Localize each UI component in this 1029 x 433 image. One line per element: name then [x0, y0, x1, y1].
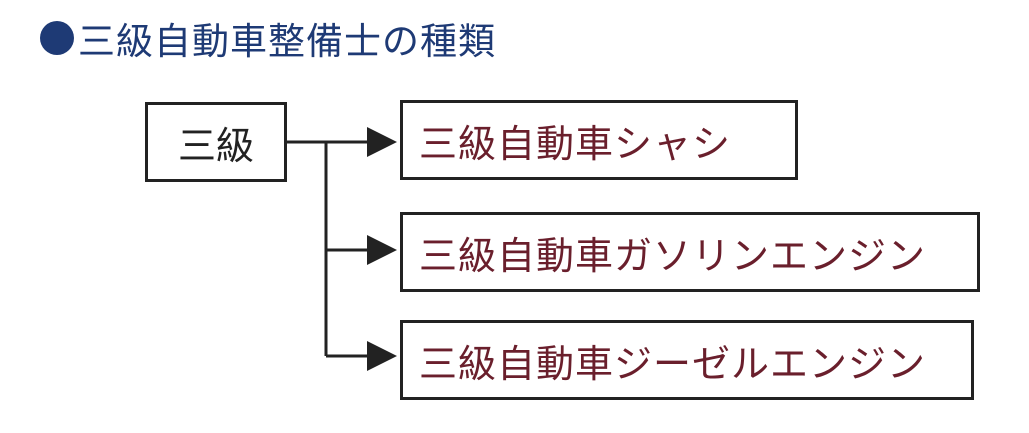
- child-node-gasoline-engine: 三級自動車ガソリンエンジン: [400, 212, 980, 292]
- page-title: 三級自動車整備士の種類: [78, 20, 496, 63]
- child-node-diesel-engine: 三級自動車ジーゼルエンジン: [400, 320, 974, 400]
- child-node-chassis: 三級自動車シャシ: [400, 100, 798, 180]
- root-node-label: 三級: [177, 123, 254, 168]
- page-title-row: 三級自動車整備士の種類: [40, 10, 496, 66]
- child-node-label: 三級自動車ジーゼルエンジン: [419, 341, 927, 386]
- child-node-label: 三級自動車ガソリンエンジン: [419, 233, 927, 278]
- root-node-box: 三級: [145, 102, 287, 182]
- bullet-circle-icon: [40, 21, 74, 55]
- child-node-label: 三級自動車シャシ: [419, 121, 732, 166]
